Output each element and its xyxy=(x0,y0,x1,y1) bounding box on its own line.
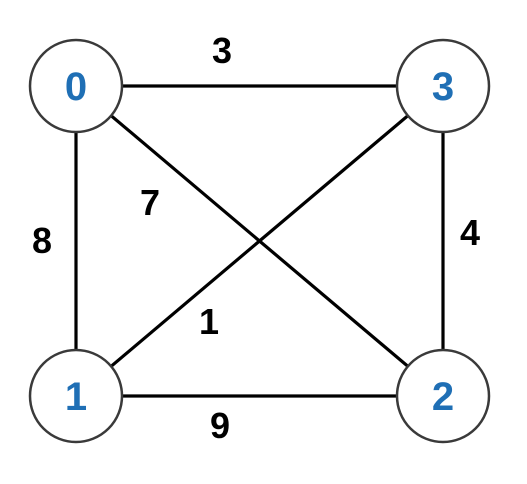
node-circle-1 xyxy=(28,348,124,444)
node-circle-0 xyxy=(28,38,124,134)
node-label-0: 0 xyxy=(65,65,87,109)
edge-weight-1-2: 9 xyxy=(210,405,230,446)
edge-weight-0-1: 8 xyxy=(32,220,52,261)
edge-weight-3-1: 1 xyxy=(199,301,219,342)
node-circle-2 xyxy=(395,348,491,444)
node-label-2: 2 xyxy=(432,375,454,419)
edge-weight-0-2: 7 xyxy=(140,182,160,223)
node-label-1: 1 xyxy=(65,375,87,419)
edge-3-1 xyxy=(74,84,445,398)
edge-labels-layer: 3 8 7 1 4 9 xyxy=(32,30,480,446)
node-2: 2 xyxy=(395,348,491,444)
nodes-layer: 0 1 2 3 xyxy=(28,38,491,444)
node-3: 3 xyxy=(395,38,491,134)
edges-layer xyxy=(74,84,445,398)
edge-weight-0-3: 3 xyxy=(212,30,232,71)
node-0: 0 xyxy=(28,38,124,134)
node-1: 1 xyxy=(28,348,124,444)
node-circle-3 xyxy=(395,38,491,134)
node-label-3: 3 xyxy=(432,65,454,109)
edge-weight-3-2: 4 xyxy=(460,212,480,253)
